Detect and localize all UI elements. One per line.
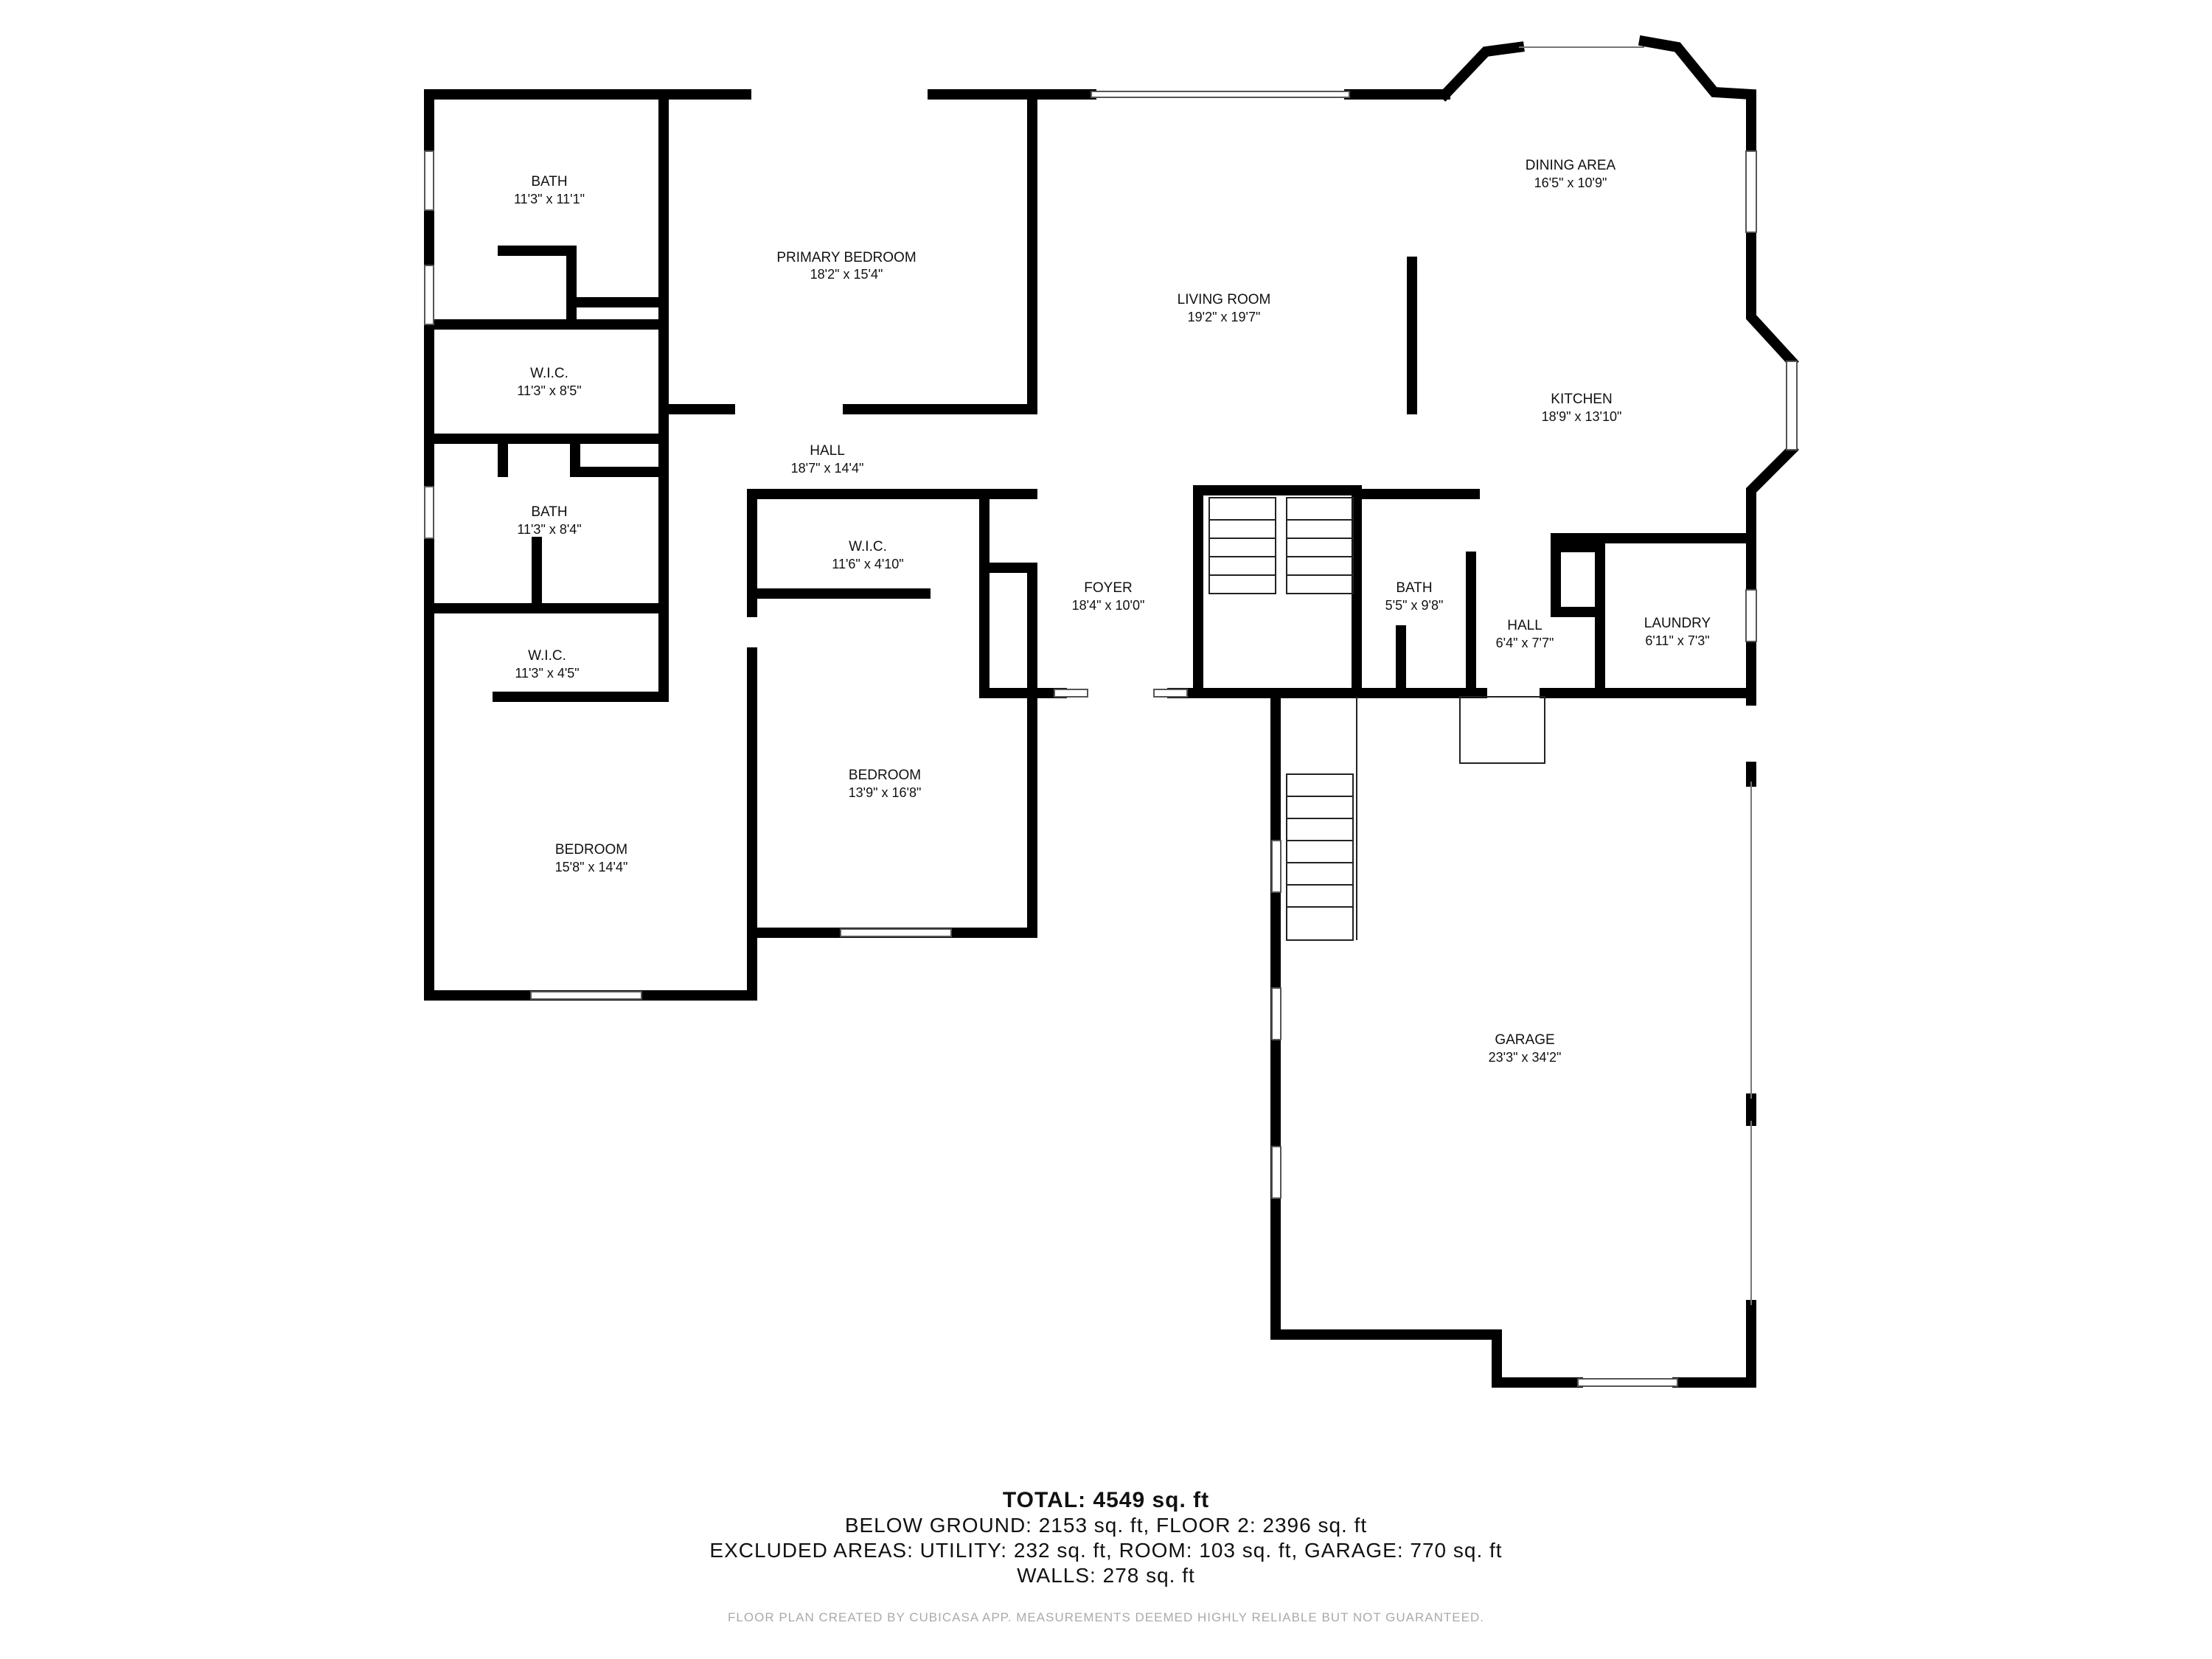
total-area: TOTAL: 4549 sq. ft bbox=[1002, 1488, 1210, 1512]
room-dim-laundry: 6'11" x 7'3" bbox=[1645, 633, 1709, 648]
room-dim-foyer: 18'4" x 10'0" bbox=[1072, 598, 1145, 613]
room-name-laundry: LAUNDRY bbox=[1644, 616, 1711, 631]
room-name-garage: GARAGE bbox=[1495, 1032, 1554, 1048]
room-dim-wic3: 11'3" x 4'5" bbox=[515, 666, 579, 681]
room-name-bedroom1: BEDROOM bbox=[849, 768, 921, 783]
room-name-hall2: HALL bbox=[1507, 618, 1543, 633]
disclaimer: FLOOR PLAN CREATED BY CUBICASA APP. MEAS… bbox=[728, 1610, 1484, 1624]
room-labels: BATH 11'3" x 11'1" PRIMARY BEDROOM 18'2"… bbox=[514, 158, 1711, 1065]
room-name-primary: PRIMARY BEDROOM bbox=[776, 250, 916, 265]
room-dim-hall2: 6'4" x 7'7" bbox=[1496, 636, 1554, 650]
room-name-living: LIVING ROOM bbox=[1178, 292, 1271, 307]
room-dim-living: 19'2" x 19'7" bbox=[1188, 310, 1261, 324]
room-dim-dining: 16'5" x 10'9" bbox=[1534, 175, 1607, 190]
room-dim-bedroom2: 15'8" x 14'4" bbox=[555, 860, 628, 874]
room-name-dining: DINING AREA bbox=[1526, 158, 1616, 173]
room-dim-bedroom1: 13'9" x 16'8" bbox=[849, 785, 922, 800]
excluded-areas: EXCLUDED AREAS: UTILITY: 232 sq. ft, ROO… bbox=[709, 1539, 1503, 1562]
room-name-hall1: HALL bbox=[810, 443, 845, 459]
room-name-wic3: W.I.C. bbox=[528, 648, 566, 664]
room-dim-bath2: 11'3" x 8'4" bbox=[517, 522, 581, 537]
area-totals: TOTAL: 4549 sq. ft BELOW GROUND: 2153 sq… bbox=[0, 1488, 2212, 1588]
room-name-foyer: FOYER bbox=[1084, 580, 1132, 596]
room-name-kitchen: KITCHEN bbox=[1551, 392, 1612, 407]
walls-area: WALLS: 278 sq. ft bbox=[1017, 1564, 1195, 1587]
room-dim-wic1: 11'3" x 8'5" bbox=[517, 383, 581, 398]
room-dim-kitchen: 18'9" x 13'10" bbox=[1542, 409, 1622, 424]
room-name-wic2: W.I.C. bbox=[849, 539, 887, 554]
stairs bbox=[1208, 497, 1545, 941]
room-dim-wic2: 11'6" x 4'10" bbox=[832, 557, 903, 571]
room-dim-garage: 23'3" x 34'2" bbox=[1489, 1050, 1562, 1065]
room-dim-bath3: 5'5" x 9'8" bbox=[1385, 598, 1444, 613]
room-name-bath2: BATH bbox=[531, 504, 567, 520]
room-name-bath1: BATH bbox=[531, 174, 567, 189]
room-dim-hall1: 18'7" x 14'4" bbox=[791, 461, 864, 476]
room-name-bath3: BATH bbox=[1396, 580, 1432, 596]
windows bbox=[424, 46, 1798, 1387]
room-name-bedroom2: BEDROOM bbox=[555, 842, 627, 858]
room-dim-primary: 18'2" x 15'4" bbox=[810, 267, 883, 282]
room-name-wic1: W.I.C. bbox=[530, 366, 568, 381]
room-dim-bath1: 11'3" x 11'1" bbox=[514, 192, 585, 206]
below-ground-area: BELOW GROUND: 2153 sq. ft, FLOOR 2: 2396… bbox=[844, 1514, 1368, 1537]
walls bbox=[424, 35, 1799, 1388]
